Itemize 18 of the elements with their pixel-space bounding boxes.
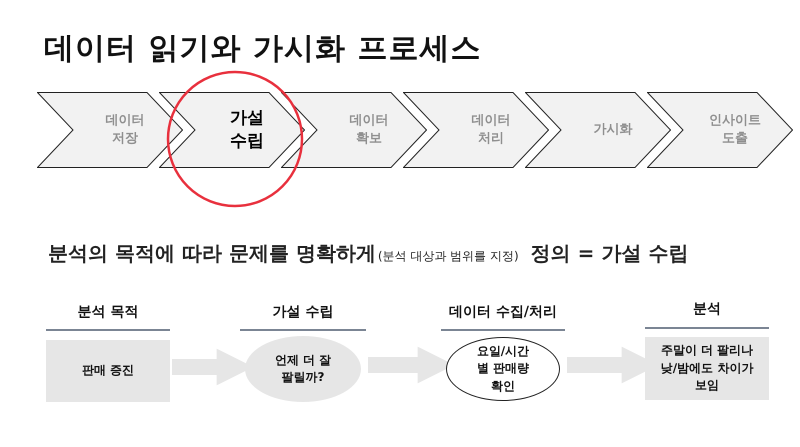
column-heading: 분석 <box>692 300 722 318</box>
process-box: 주말이 더 팔리나 낮/밤에도 차이가 보임 <box>645 337 769 400</box>
process-ellipse: 요일/시간별 판매량 확인 <box>446 337 560 401</box>
chevron-step: 인사이트 도출 <box>647 92 793 168</box>
chevron-step: 가설 수립 <box>159 92 305 168</box>
chevron-step: 데이터 저장 <box>37 92 183 168</box>
column-heading: 가설 수립 <box>272 303 334 321</box>
column-heading: 데이터 수집/처리 <box>448 303 558 321</box>
sentence-text: (분석 대상과 범위를 지정) <box>378 248 519 265</box>
chevron-step: 데이터 확보 <box>281 92 427 168</box>
column-heading: 분석 목적 <box>76 303 140 321</box>
title: 데이터 읽기와 가시화 프로세스 <box>44 30 482 68</box>
chevron-step: 데이터 처리 <box>403 92 549 168</box>
chevron-step: 가시화 <box>525 92 671 168</box>
process-box: 판매 증진 <box>46 340 170 402</box>
process-ellipse: 언제 더 잘팔릴까? <box>245 336 361 402</box>
sentence-text: 분석의 목적에 따라 문제를 명확하게 <box>48 240 376 267</box>
sentence-text: 정의 = 가설 수립 <box>530 240 688 267</box>
